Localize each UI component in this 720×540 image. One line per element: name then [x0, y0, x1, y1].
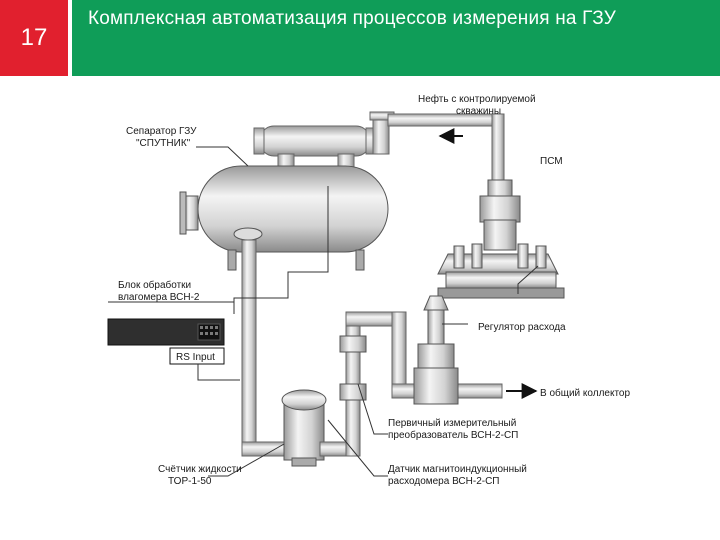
label-primary-2: преобразователь ВСН-2-СП	[388, 429, 518, 441]
label-oil-in-1: Нефть с контролируемой	[418, 93, 536, 105]
separator-vessel	[179, 111, 395, 271]
inlet-pipe	[387, 113, 505, 185]
label-primary-1: Первичный измерительный	[388, 418, 516, 429]
label-oil-in-2: скважины	[456, 106, 501, 117]
label-block-2: влагомера ВСН-2	[118, 292, 200, 303]
flow-regulator	[413, 295, 459, 405]
label-block-1: Блок обработки	[118, 279, 191, 291]
label-sensor-1: Датчик магнитоиндукционный	[388, 464, 527, 475]
label-counter-1: Счётчик жидкости	[158, 464, 242, 475]
label-collector: В общий коллектор	[540, 387, 630, 399]
label-sensor-2: расходомера ВСН-2-СП	[388, 476, 500, 487]
gzu-diagram: Сепаратор ГЗУ "СПУТНИК" Нефть с контроли…	[107, 93, 630, 487]
label-separator-2: "СПУТНИК"	[136, 138, 191, 149]
label-counter-2: ТОР-1-50	[168, 476, 212, 487]
label-separator-1: Сепаратор ГЗУ	[126, 126, 197, 137]
vsn2-processing-block	[107, 318, 225, 365]
slide-title: Комплексная автоматизация процессов изме…	[88, 8, 616, 29]
label-flow-regulator: Регулятор расхода	[478, 322, 566, 333]
label-rs-input: RS Input	[176, 352, 215, 363]
measurement-pipeline	[241, 239, 503, 467]
psm-unit	[437, 179, 565, 299]
header-bar	[72, 0, 720, 76]
slide-number: 17	[0, 0, 68, 76]
leader-lines	[108, 146, 539, 477]
label-psm: ПСМ	[540, 156, 563, 167]
